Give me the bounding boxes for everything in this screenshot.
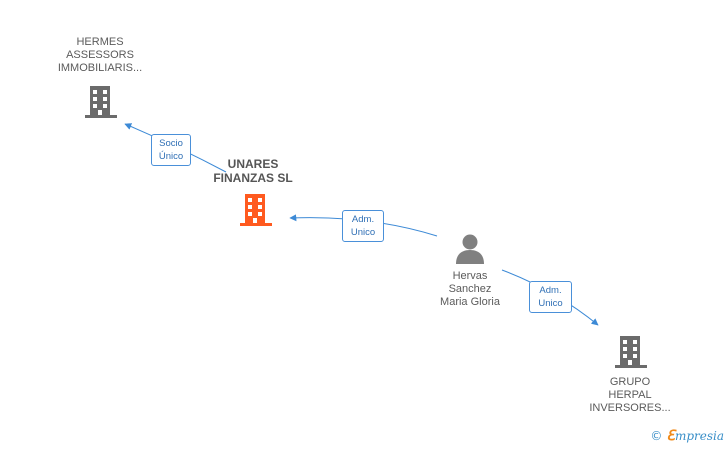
node-grupo-line-3: INVERSORES...: [589, 402, 671, 414]
edge-adm2-line-2: Unico: [538, 298, 563, 309]
node-grupo-line-2: HERPAL: [608, 389, 652, 401]
node-unares-label[interactable]: UNARES FINANZAS SL: [203, 157, 303, 185]
node-hermes-label[interactable]: HERMES ASSESSORS IMMOBILIARIS...: [50, 36, 150, 75]
person-icon[interactable]: [456, 234, 484, 265]
empresia-logo[interactable]: ©ℇmpresia: [650, 428, 724, 444]
node-unares-line-2: FINANZAS SL: [213, 171, 293, 185]
node-hervas-label[interactable]: Hervas Sanchez Maria Gloria: [420, 270, 520, 309]
building-icon-main[interactable]: [240, 194, 272, 226]
edge-label-adm-unico[interactable]: Adm. Unico: [342, 210, 384, 242]
edge-adm1-line-2: Unico: [350, 227, 376, 238]
node-unares-line-1: UNARES: [227, 157, 279, 171]
node-hermes-line-2: ASSESSORS: [66, 49, 134, 61]
brand-name: mpresia: [674, 429, 724, 443]
edge-label-socio-unico[interactable]: Socio Único: [151, 134, 191, 166]
node-hervas-line-2: Sanchez: [448, 283, 492, 295]
edge-socio-line-1: Socio: [159, 138, 183, 149]
node-hervas-line-3: Maria Gloria: [440, 296, 500, 308]
edge-label-adm-unico[interactable]: Adm. Unico: [529, 281, 572, 313]
node-grupo-label[interactable]: GRUPO HERPAL INVERSORES...: [580, 376, 680, 415]
edge-adm1-line-1: Adm.: [351, 214, 375, 225]
node-hervas-line-1: Hervas: [452, 270, 488, 282]
node-hermes-line-1: HERMES: [76, 36, 124, 48]
building-icon[interactable]: [615, 336, 647, 368]
node-grupo-line-1: GRUPO: [609, 376, 651, 388]
node-hermes-line-3: IMMOBILIARIS...: [57, 62, 143, 74]
edge-socio-line-2: Único: [158, 151, 184, 162]
edge-adm2-line-1: Adm.: [539, 285, 562, 296]
building-icon[interactable]: [85, 86, 117, 118]
copyright-symbol: ©: [650, 429, 663, 443]
brand-initial: ℇ: [666, 428, 675, 444]
